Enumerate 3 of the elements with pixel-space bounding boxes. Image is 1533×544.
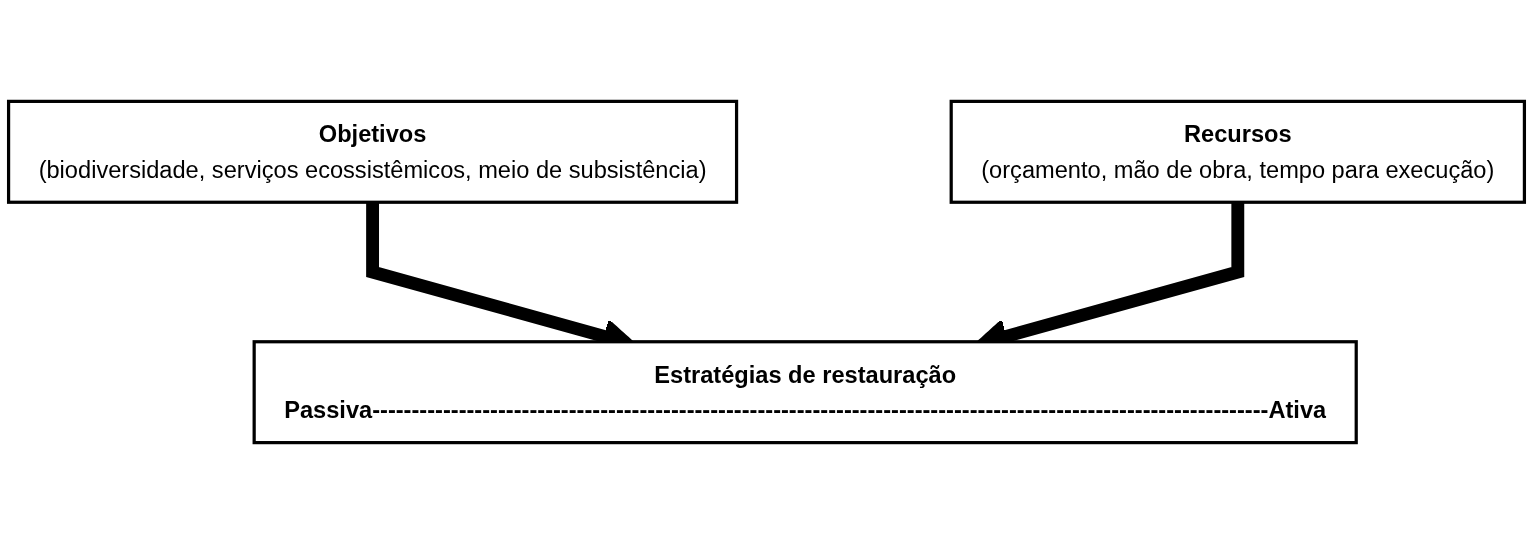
node-box: Recursos (orçamento, mão de obra, tempo para execução)	[949, 99, 1526, 204]
node-box: Objetivos (biodiversidade, serviços ecossistêmicos, meio de subsistência)	[6, 99, 739, 204]
node-box: Estratégias de restauração Passiva------------------------------------------------------------------------------------------------------------------Ativa	[252, 340, 1358, 445]
